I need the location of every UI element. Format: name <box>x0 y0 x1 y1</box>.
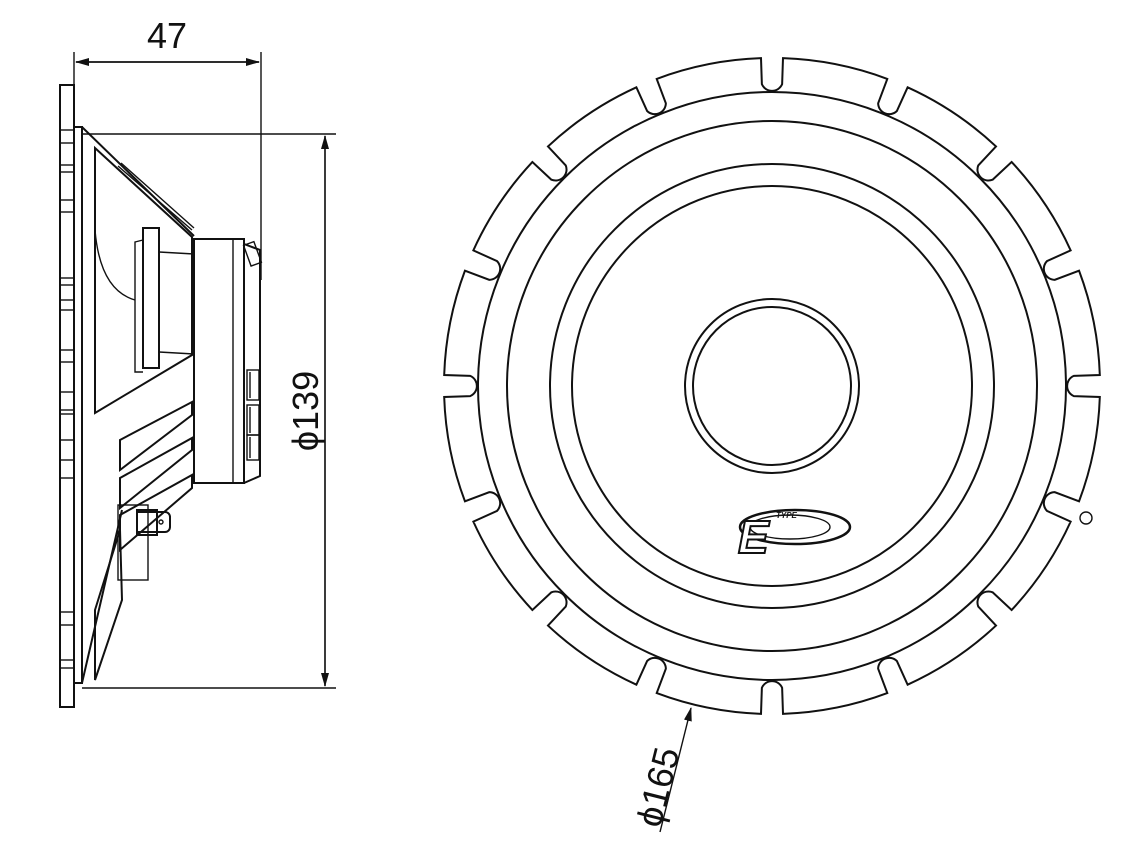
cone <box>94 145 193 415</box>
logo-small-text: TYPE <box>776 511 798 520</box>
surround-inner <box>549 163 995 609</box>
side-view <box>59 84 263 708</box>
dust-cap-outer <box>684 298 860 474</box>
basket-ring <box>477 91 1067 681</box>
magnet-back <box>243 243 261 484</box>
basket-rim <box>74 126 83 684</box>
mounting-flange <box>443 57 1101 715</box>
depth-label: 47 <box>147 15 187 56</box>
logo-letter: E <box>738 511 770 563</box>
mount-hole <box>1079 511 1093 525</box>
type-e-logo: E TYPE <box>737 508 852 564</box>
basket-top-edge <box>81 126 195 237</box>
outer-diameter-label: ϕ165 <box>628 743 687 831</box>
outer-diameter-dimension: ϕ165 <box>628 707 692 833</box>
terminal <box>136 509 171 536</box>
magnet-tabs <box>246 369 260 461</box>
basket-spokes <box>94 400 193 681</box>
cone-edge <box>571 185 973 587</box>
mount-diameter-dimension: ϕ139 <box>82 133 336 689</box>
dust-cap-inner <box>692 306 852 466</box>
depth-dimension: 47 <box>73 15 262 280</box>
plate-ribs <box>60 129 74 669</box>
voice-coil-former <box>142 227 160 369</box>
mounting-plate <box>59 84 75 708</box>
mount-diameter-label: ϕ139 <box>285 371 326 451</box>
basket-bottom-edge <box>81 509 123 684</box>
magnet <box>193 238 245 484</box>
surround-outer <box>506 120 1038 652</box>
front-view: E TYPE <box>443 57 1101 715</box>
cone-curve <box>94 229 136 301</box>
